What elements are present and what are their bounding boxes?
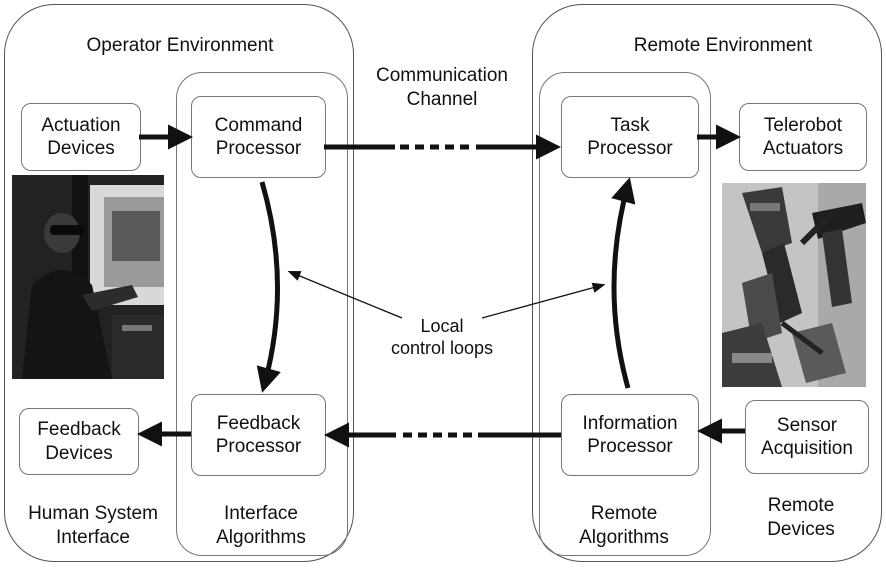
local-control-loops-label: Local control loops [390,316,494,358]
local-loop-remote-curve [611,177,636,389]
interface-algorithms-region [176,72,348,556]
operator-environment-region [4,4,354,562]
remote-algorithms-region [539,72,711,556]
pointer-to-remote-loop [481,282,606,319]
operator-photo [12,175,164,379]
information-processor-box: Information Processor [561,394,699,476]
command-processor-box: Command Processor [191,96,326,178]
task-processor-box: Task Processor [561,96,699,178]
feedback-processor-box: Feedback Processor [191,394,326,476]
remote-devices-label: Remote Devices [767,495,835,540]
sensor-acquisition-box: Sensor Acquisition [745,400,869,474]
feedback-devices-box: Feedback Devices [19,408,139,475]
telerobot-actuators-box: Telerobot Actuators [739,103,867,171]
remote-environment-title: Remote Environment [633,35,813,56]
robot-photo [722,183,866,387]
remote-algorithms-label: Remote Algorithms [579,503,669,548]
actuation-devices-box: Actuation Devices [21,103,141,171]
local-loop-operator-curve [256,181,281,393]
remote-environment-region [532,4,882,562]
operator-at-workstation-icon [12,175,164,379]
interface-algorithms-label: Interface Algorithms [216,503,306,548]
telerobot-arm-icon [722,183,866,387]
operator-environment-title: Operator Environment [86,35,274,56]
human-system-interface-label: Human System Interface [28,503,158,548]
communication-channel-label: Communication Channel [376,65,508,110]
pointer-to-operator-loop [287,271,403,319]
